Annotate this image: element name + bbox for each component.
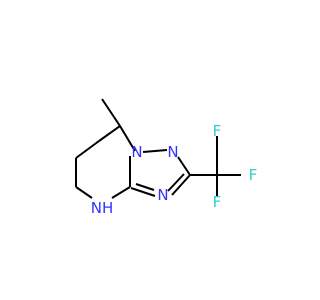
bond-c4-nh: [75, 186, 93, 199]
atom-f-right: F: [249, 166, 258, 184]
atom-n1: N: [131, 143, 142, 161]
bond-n2-c2: [177, 156, 191, 176]
bond-c2-n3-outer: [171, 174, 191, 196]
bond-n3-c8a-inner: [135, 183, 155, 191]
bond-c7-c6: [98, 125, 121, 142]
bond-c7-n: [119, 125, 136, 152]
structure-diagram: N N N NH F F F: [75, 98, 258, 217]
atom-n3: N: [157, 186, 168, 204]
bond-nh-c: [111, 186, 131, 199]
atom-labels: N N N NH F F F: [91, 122, 258, 217]
bond-c2-n3-inner: [167, 173, 185, 192]
bond-n3-c8a-outer: [130, 187, 156, 197]
bonds: [75, 98, 241, 199]
atom-nh: NH: [91, 199, 114, 217]
bond-methyl: [101, 98, 121, 127]
bond-c6-c5: [75, 140, 100, 159]
atom-f-bottom: F: [213, 193, 222, 211]
atom-f-top: F: [213, 122, 222, 140]
bond-n1-n2: [142, 149, 168, 153]
atom-n2: N: [167, 143, 178, 161]
